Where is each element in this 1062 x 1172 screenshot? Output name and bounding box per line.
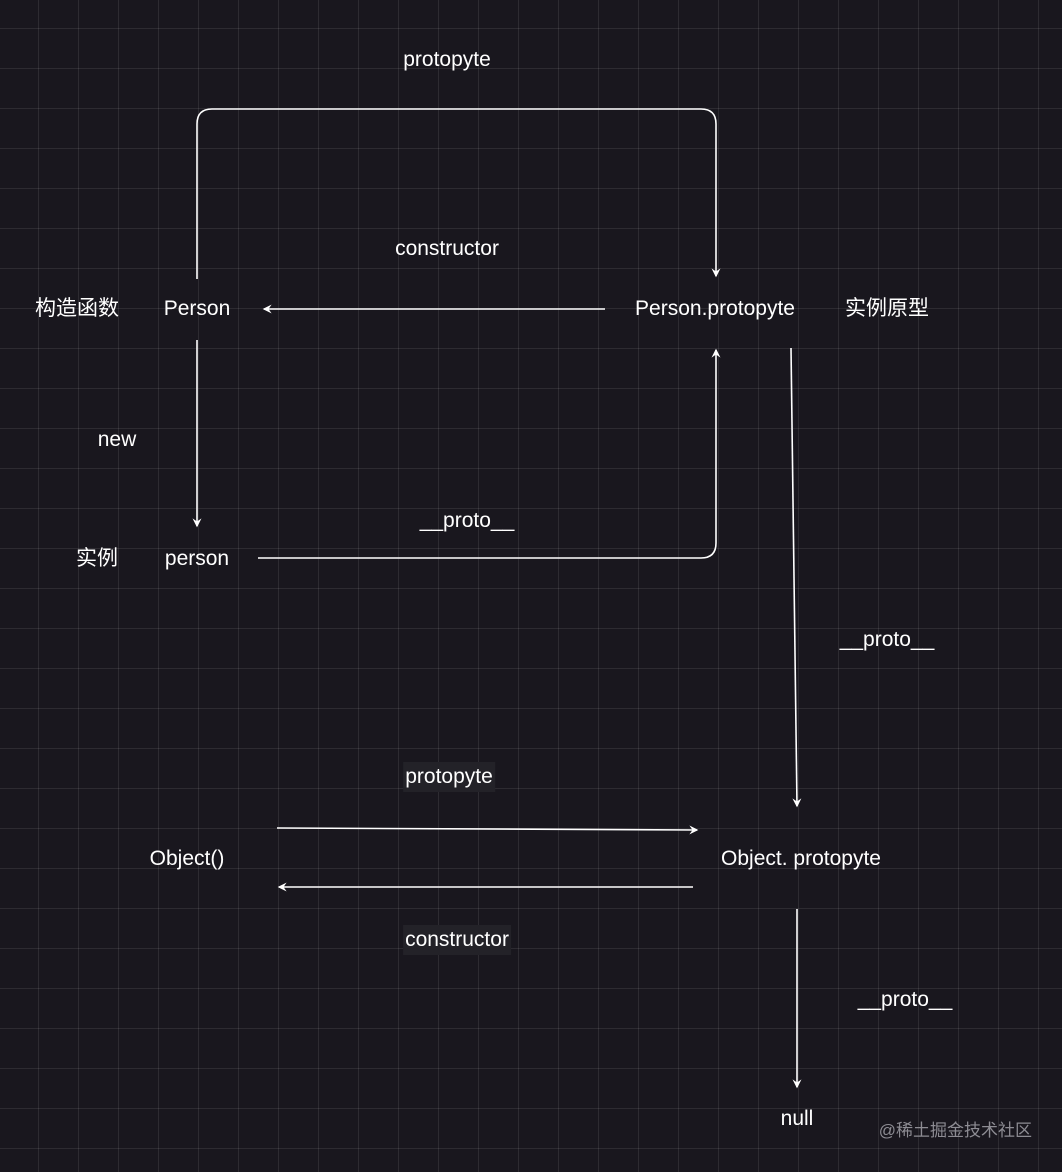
node-object-prototype: Object. protopyte [721, 847, 881, 870]
node-person-instance: person [164, 547, 230, 570]
edge-proto-person-prototype [790, 347, 802, 808]
node-person-class: Person [163, 297, 231, 320]
label-proto-person-prototype: __proto__ [839, 628, 935, 651]
label-protopyte-object: protopyte [403, 762, 495, 792]
label-new: new [97, 428, 137, 451]
label-proto-object-prototype: __proto__ [857, 988, 953, 1011]
edge-protopyte-top [196, 108, 721, 279]
watermark: @稀土掘金技术社区 [878, 1121, 1032, 1140]
label-proto-instance: __proto__ [419, 509, 515, 532]
edge-proto-instance [258, 348, 721, 559]
node-constructor-fn-desc: 构造函数 [35, 297, 119, 320]
label-constructor-top: constructor [395, 237, 499, 260]
node-instance-prototype-desc: 实例原型 [845, 297, 929, 320]
node-null: null [780, 1107, 814, 1130]
label-constructor-object: constructor [403, 925, 511, 955]
node-object-fn: Object() [149, 847, 225, 870]
edge-protopyte-object [276, 825, 699, 835]
label-protopyte-top: protopyte [403, 48, 491, 71]
node-instance-desc: 实例 [76, 547, 118, 570]
node-person-prototype: Person.protopyte [635, 297, 795, 320]
